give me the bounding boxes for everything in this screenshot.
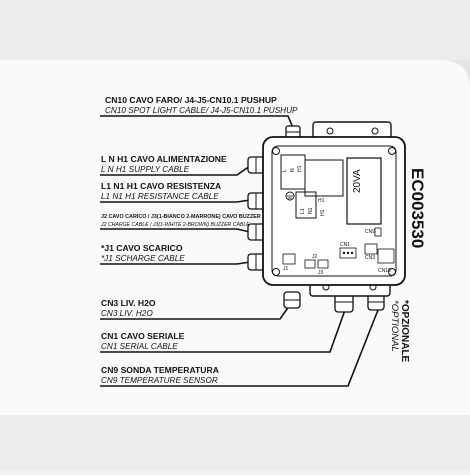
top-flange-screw-left bbox=[326, 127, 334, 135]
corner-screw-tr bbox=[388, 147, 396, 155]
cn10-english-label: CN10 SPOT LIGHT CABLE/ J4-J5-CN10.1 PUSH… bbox=[105, 106, 298, 115]
terminal-block-resistance bbox=[295, 191, 317, 219]
label-cn9: CN9 SONDA TEMPERATURA CN9 TEMPERATURE SE… bbox=[101, 365, 219, 385]
label-cn1: CN1 CAVO SERIALE CN1 SERIAL CABLE bbox=[101, 331, 185, 351]
label-lnh1: L N H1 CAVO ALIMENTAZIONE L N H1 SUPPLY … bbox=[101, 154, 227, 174]
connector-cn9 bbox=[374, 227, 382, 237]
connector-j3 bbox=[317, 259, 329, 269]
transformer bbox=[346, 157, 382, 225]
wire-j1 bbox=[100, 261, 251, 265]
connector-j2 bbox=[304, 259, 316, 269]
label-j1: *J1 CAVO SCARICO *J1 SCHARGE CABLE bbox=[101, 243, 185, 263]
top-flange-screw-right bbox=[371, 127, 379, 135]
pcb-j1-label: J1 bbox=[283, 266, 289, 272]
gland-bottom-1 bbox=[283, 291, 301, 309]
ground-icon bbox=[287, 195, 293, 201]
corner-screw-br bbox=[388, 268, 396, 276]
pcb-l1-label: L1 bbox=[300, 208, 306, 214]
wire-lnh1 bbox=[100, 165, 251, 176]
gland-bottom-2 bbox=[334, 293, 354, 313]
cn1-italian-label: CN1 CAVO SERIALE bbox=[101, 331, 185, 341]
wire-j2 bbox=[100, 228, 251, 233]
cn1-pin-1 bbox=[342, 251, 346, 255]
l1n1h1-italian-label: L1 N1 H1 CAVO RESISTENZA bbox=[101, 181, 221, 191]
pcb-l-label: L bbox=[282, 169, 288, 172]
cn1-pin-2 bbox=[346, 251, 350, 255]
gland-bottom-3 bbox=[367, 293, 385, 311]
wires bbox=[100, 115, 379, 387]
cn1-pin-3 bbox=[350, 251, 354, 255]
wire-cn1 bbox=[100, 309, 346, 353]
label-cn3: CN3 LIV. H2O CN3 LIV. H2O bbox=[101, 298, 156, 318]
optional-italian: *OPZIONALE bbox=[399, 300, 410, 363]
gland-bottom-2-body bbox=[334, 293, 354, 313]
connector-cn1 bbox=[339, 247, 357, 259]
pcb-cn10-label: CN10 bbox=[378, 268, 391, 274]
pcb-j2-label: J2 bbox=[312, 254, 318, 260]
pcb-h1-relay-label: H1 bbox=[318, 198, 325, 204]
optional-english: *OPTIONAL bbox=[389, 300, 400, 352]
pcb-cn1-label: CN1 bbox=[340, 242, 350, 248]
pcb-h1-terminal-label: H1 bbox=[320, 209, 326, 216]
gland-left-1 bbox=[247, 156, 267, 174]
wire-cn3 bbox=[100, 304, 291, 320]
sticker-corner bbox=[440, 60, 470, 90]
label-l1n1h1: L1 N1 H1 CAVO RESISTENZA L1 N1 H1 RESIST… bbox=[101, 181, 221, 201]
lnh1-italian-label: L N H1 CAVO ALIMENTAZIONE bbox=[101, 154, 227, 164]
cn1-english-label: CN1 SERIAL CABLE bbox=[101, 342, 178, 351]
label-j2: J2 CAVO CARICO / J3(1-BIANCO 2-MARRONE) … bbox=[100, 214, 261, 228]
pcb-n1-label: N1 bbox=[308, 207, 314, 214]
connector-j1 bbox=[282, 253, 296, 265]
lnh1-english-label: L N H1 SUPPLY CABLE bbox=[101, 165, 190, 174]
j2-english-label: J2 CHARGE CABLE / J3(1-WHITE 2-BROWN) BU… bbox=[100, 222, 250, 228]
product-code: EC003530 bbox=[408, 168, 427, 248]
l1n1h1-english-label: L1 N1 H1 RESISTANCE CABLE bbox=[101, 192, 219, 201]
wire-cn9 bbox=[100, 309, 379, 387]
pcb-cn3-label: CN3 bbox=[365, 255, 375, 261]
box-inner-outline bbox=[271, 145, 397, 277]
label-cn10: CN10 CAVO FARO/ J4-J5-CN10.1 PUSHUP CN10… bbox=[105, 95, 298, 115]
box-body bbox=[262, 136, 406, 286]
connector-cn3 bbox=[364, 243, 378, 255]
pcb-n-label: N bbox=[290, 168, 296, 172]
cn10-italian-label: CN10 CAVO FARO/ J4-J5-CN10.1 PUSHUP bbox=[105, 95, 277, 105]
cn9-english-label: CN9 TEMPERATURE SENSOR bbox=[101, 376, 218, 385]
wire-cn10 bbox=[100, 115, 294, 129]
j1-english-label: *J1 SCHARGE CABLE bbox=[101, 254, 185, 263]
connector-cn10 bbox=[377, 248, 395, 264]
wire-l1n1h1 bbox=[100, 199, 251, 203]
transformer-rating: 20VA bbox=[352, 169, 363, 193]
corner-screw-tl bbox=[272, 147, 280, 155]
cn3-english-label: CN3 LIV. H2O bbox=[101, 309, 153, 318]
relay-block bbox=[304, 159, 344, 197]
pcb-cn9-label: CN9 bbox=[365, 229, 375, 235]
j2-italian-label: J2 CAVO CARICO / J3(1-BIANCO 2-MARRONE) … bbox=[101, 214, 261, 220]
cn3-italian-label: CN3 LIV. H2O bbox=[101, 298, 156, 308]
junction-box: L N H1 H1 L1 N1 H1 20VA CN9 CN1 CN3 CN10… bbox=[247, 121, 406, 313]
pcb-h1-label: H1 bbox=[297, 165, 303, 172]
corner-screw-bl bbox=[272, 268, 280, 276]
cn9-italian-label: CN9 SONDA TEMPERATURA bbox=[101, 365, 219, 375]
pcb-j3-label: J3 bbox=[318, 270, 324, 276]
j1-italian-label: *J1 CAVO SCARICO bbox=[101, 243, 183, 253]
